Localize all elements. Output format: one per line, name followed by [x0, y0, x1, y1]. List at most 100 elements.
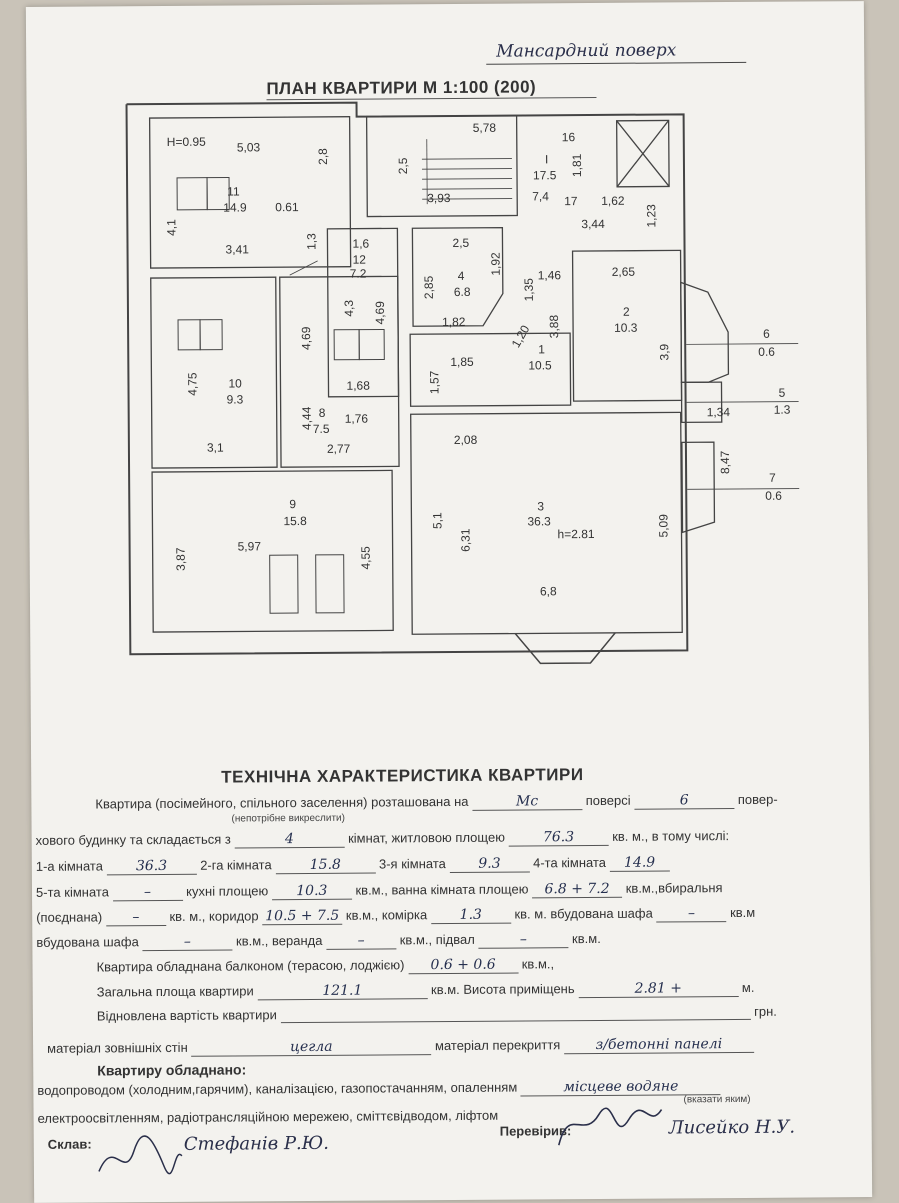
- label-r9-h: 3,87: [174, 547, 188, 571]
- room4-value: 14.9: [610, 854, 670, 871]
- label-r3-height: h=2.81: [557, 527, 594, 541]
- label-r2-w: 2,65: [612, 265, 636, 279]
- label-r3-d: 6,8: [540, 584, 557, 598]
- balcony-value: 0.6 + 0.6: [408, 957, 518, 975]
- label-hall-a: 1,81: [570, 153, 584, 177]
- label-hall-d: 1,23: [644, 204, 658, 228]
- label-r10-num: 10: [228, 376, 242, 390]
- label-r4-area: 6.8: [454, 285, 471, 299]
- label-lift-16: 16: [562, 130, 576, 144]
- label-r2-h: 3,9: [657, 343, 671, 360]
- label-r9-num: 9: [289, 497, 296, 511]
- label-r3-area: 36.3: [527, 514, 551, 528]
- basement-value: –: [478, 931, 568, 949]
- label-r11-num: 11: [227, 184, 240, 198]
- heating-note: (вказати яким): [683, 1094, 750, 1105]
- label-r12-w: 1,6: [352, 237, 369, 251]
- label-stair-b: 3,93: [427, 191, 451, 205]
- label-hall-c: 1,62: [601, 194, 625, 208]
- label-r3-num: 3: [537, 499, 544, 513]
- check-signature: Лисейко Н.У.: [669, 1117, 796, 1139]
- label-r6-num: 6: [763, 327, 770, 341]
- floor-value: Мс: [472, 793, 582, 811]
- label-r1-b: 1,46: [538, 268, 562, 282]
- tech-row-1: Квартира (посімейного, спільного заселен…: [95, 792, 777, 814]
- total-area-value: 121.1: [257, 982, 427, 1000]
- label-stair-w: 5,78: [473, 121, 497, 135]
- label-stair-h: 2,5: [396, 157, 410, 174]
- label-r4-b: 1,82: [442, 315, 466, 329]
- builtin2-value: –: [142, 934, 232, 952]
- label-r6-area: 0.6: [758, 345, 775, 359]
- label-r12-area: 7.2: [350, 267, 367, 281]
- wall-material-value: цегла: [191, 1038, 431, 1057]
- label-hall-num: I: [545, 152, 548, 166]
- label-r10-b: 3,1: [207, 441, 224, 455]
- room5-value: –: [112, 884, 182, 901]
- tech-title: ТЕХНІЧНА ХАРАКТЕРИСТИКА КВАРТИРИ: [221, 765, 583, 788]
- label-r11-a: 0.61: [275, 200, 299, 214]
- label-r12-num: 12: [353, 253, 367, 267]
- room2-value: 15.8: [275, 857, 375, 875]
- label-r7-h: 8,47: [718, 450, 732, 474]
- rooms-value: 4: [234, 831, 344, 849]
- label-r8-a: 4,44: [300, 406, 314, 430]
- label-hall-b: 7,4: [532, 189, 549, 203]
- label-r4-w: 2,5: [452, 236, 469, 250]
- label-r3-b: 6,31: [458, 528, 472, 552]
- floor-material-value: з/бетонні панелі: [564, 1036, 754, 1054]
- label-r11-b: 3,41: [225, 242, 249, 256]
- made-signature: Стефанів Р.Ю.: [184, 1133, 329, 1155]
- label-r3-top: 2,08: [454, 433, 478, 447]
- label-h095: Н=0.95: [167, 135, 206, 149]
- corridor-value: 10.5 + 7.5: [262, 908, 342, 926]
- tech-row-4: 5-та кімната – кухні площею 10.3 кв.м., …: [36, 880, 723, 902]
- label-r11-area: 14.9: [223, 200, 247, 214]
- equip-heading: Квартиру обладнано:: [97, 1061, 246, 1078]
- label-r1-f: 3,88: [547, 315, 561, 339]
- label-r10-h: 4,75: [185, 372, 199, 396]
- label-r5-w: 1,34: [707, 405, 731, 419]
- label-r5-num: 5: [778, 386, 785, 400]
- floors-value: 6: [634, 792, 734, 810]
- label-hall-area: 17.5: [533, 168, 557, 182]
- room1-value: 36.3: [106, 858, 196, 876]
- kitchen-value: 10.3: [272, 883, 352, 901]
- label-r7-num: 7: [769, 471, 776, 485]
- label-r10-area: 9.3: [227, 392, 244, 406]
- label-r1-area: 10.5: [528, 358, 552, 372]
- floor-plan-drawing: Н=0.95 5,03 11 14.9 2,8 0.61 4,1 3,41 1,…: [26, 1, 869, 747]
- tech-row-7: Квартира обладнана балконом (терасою, ло…: [96, 956, 554, 976]
- label-r1-e: 1,57: [427, 370, 441, 394]
- veranda-value: –: [326, 932, 396, 949]
- strike-note: (непотрібне викреслити): [231, 813, 345, 825]
- tech-row-10: матеріал зовнішніх стін цегла матеріал п…: [47, 1036, 754, 1058]
- label-r11-side: 2,8: [316, 148, 330, 165]
- label-r8-area: 7.5: [313, 422, 330, 436]
- tech-row-12: електроосвітленням, радіотрансляційною м…: [38, 1108, 499, 1126]
- label-r1-d: 1,85: [450, 355, 474, 369]
- label-r11-h: 4,1: [164, 219, 178, 236]
- document-sheet: Мансардний поверх ПЛАН КВАРТИРИ М 1:100 …: [26, 1, 872, 1203]
- label-r8-c: 2,77: [327, 442, 351, 456]
- label-r11-c: 1,3: [304, 233, 318, 250]
- label-r1-c: 1,20: [509, 322, 533, 350]
- label-r4-num: 4: [458, 269, 465, 283]
- tech-row-9: Відновлена вартість квартири грн.: [97, 1004, 777, 1025]
- label-lift-17: 17: [564, 194, 578, 208]
- label-r12-c: 4,69: [299, 326, 313, 350]
- label-r9-c: 4,55: [359, 546, 373, 570]
- combined-value: –: [106, 909, 166, 926]
- label-r11-w: 5,03: [237, 140, 261, 154]
- label-r4-h: 2,85: [422, 275, 436, 299]
- label-r9-area: 15.8: [283, 514, 307, 528]
- living-area-value: 76.3: [508, 829, 608, 847]
- height-value: 2.81 +: [578, 980, 738, 998]
- label-r1-num: 1: [538, 342, 545, 356]
- label-r4-h2: 1,92: [489, 252, 503, 276]
- tech-row-3: 1-а кімната 36.3 2-га кімната 15.8 3-я к…: [36, 854, 670, 875]
- tech-row-8: Загальна площа квартири 121.1 кв.м. Висо…: [97, 980, 755, 1002]
- label-r12-h2: 4,69: [373, 301, 387, 325]
- bath-value: 6.8 + 7.2: [532, 881, 622, 899]
- label-hall-e: 3,44: [581, 217, 605, 231]
